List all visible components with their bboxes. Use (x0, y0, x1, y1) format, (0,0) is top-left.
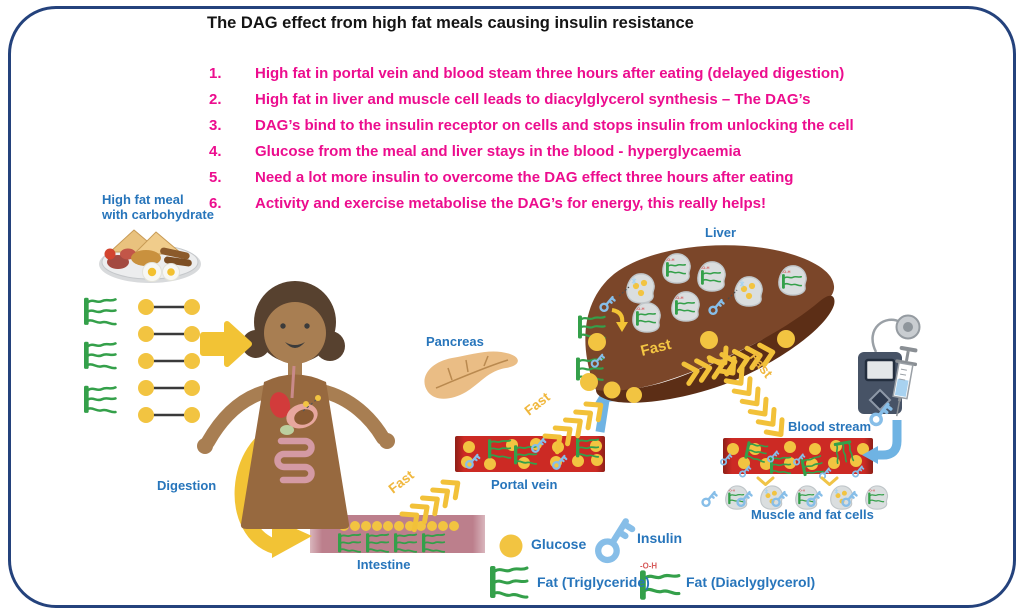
glucose-dots (339, 521, 459, 531)
portal-vein-vessel (455, 435, 605, 472)
step-number: 2. (209, 91, 222, 108)
step-text: High fat in portal vein and blood steam … (255, 65, 845, 82)
fast-label: Fast (386, 467, 418, 496)
carbohydrate-icons (138, 299, 200, 423)
steps-list: 1. High fat in portal vein and blood stea… (209, 61, 854, 217)
blood-stream-vessel (718, 438, 873, 481)
injected-insulin-arrow (862, 420, 902, 464)
step-text: Activity and exercise metabolise the DAG… (255, 195, 767, 212)
pancreas-shape (424, 351, 518, 399)
person-figure (197, 281, 395, 529)
legend-triglyceride-swatch (488, 564, 529, 600)
meal-arrow-icon (200, 321, 252, 367)
liver-shape: Fast (574, 245, 835, 403)
digestion-label: Digestion (157, 478, 217, 493)
digestive-organs (269, 365, 321, 484)
step-text: Glucose from the meal and liver stays in… (255, 143, 741, 160)
intestine-label: Intestine (357, 557, 411, 572)
step-row: 1. High fat in portal vein and blood stea… (209, 61, 854, 87)
muscle-fat-cells-row (699, 486, 888, 509)
legend-insulin-swatch (595, 516, 634, 563)
legend-glucose-swatch (499, 534, 523, 558)
liver-cell (672, 292, 699, 321)
portal-vein-label: Portal vein (491, 477, 558, 492)
step-number: 5. (209, 169, 222, 186)
legend-triglyceride-label: Fat (Triglyceride) (537, 574, 650, 590)
syringe-icon (892, 345, 918, 417)
step-number: 3. (209, 117, 222, 134)
page-title: The DAG effect from high fat meals causi… (207, 14, 694, 32)
liver-cell (627, 274, 654, 303)
release-chevron-icon (756, 476, 775, 486)
step-row: 3. DAG’s bind to the insulin receptor on … (209, 113, 854, 139)
pancreas-label: Pancreas (426, 334, 484, 349)
fast-label: Fast (522, 389, 554, 418)
liver-cell (735, 277, 762, 306)
muscle-fat-cell (866, 486, 888, 509)
legend-glucose-label: Glucose (531, 536, 587, 552)
step-row: 5. Need a lot more insulin to overcome th… (209, 165, 854, 191)
step-text: Need a lot more insulin to overcome the … (255, 169, 794, 186)
step-number: 4. (209, 143, 222, 160)
step-number: 1. (209, 65, 222, 82)
release-chevron-icon (820, 476, 839, 486)
meal-label: High fat meal with carbohydrate (102, 192, 214, 222)
step-row: 6. Activity and exercise metabolise the D… (209, 191, 854, 217)
insulin-pump (858, 314, 921, 414)
step-row: 4. Glucose from the meal and liver stays … (209, 139, 854, 165)
liver-cell (633, 303, 660, 332)
liver-cell (779, 266, 806, 295)
meal-fat-icons (82, 296, 117, 415)
legend-diacylglycerol-label: Fat (Diaclyglycerol) (686, 574, 816, 590)
step-text: High fat in liver and muscle cell leads … (255, 91, 811, 108)
step-text: DAG’s bind to the insulin receptor on ce… (255, 117, 854, 134)
liver-cell (663, 254, 690, 283)
legend-insulin-label: Insulin (637, 530, 683, 546)
muscle-fat-cells-label: Muscle and fat cells (751, 507, 874, 522)
intestine-vessel (310, 515, 485, 554)
step-number: 6. (209, 195, 222, 212)
fast-label: Fast (639, 336, 673, 360)
liver-cell (698, 262, 725, 291)
meal-photo (99, 229, 201, 283)
liver-label: Liver (705, 225, 737, 240)
step-row: 2. High fat in liver and muscle cell lead… (209, 87, 854, 113)
blood-stream-label: Blood stream (788, 419, 872, 434)
